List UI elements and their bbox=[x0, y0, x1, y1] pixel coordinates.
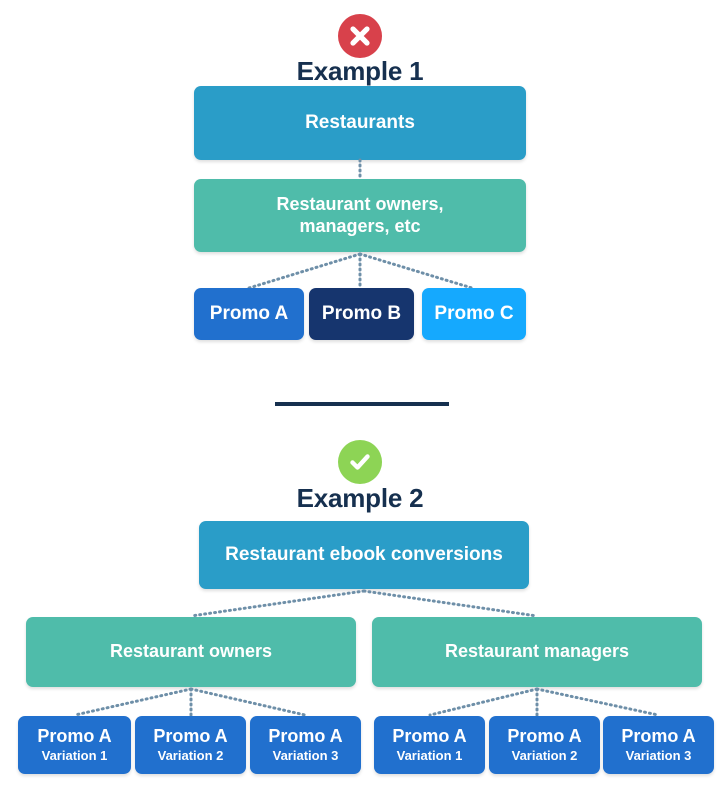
connector-managers-to-variations bbox=[0, 687, 720, 718]
node-promo-a: Promo A bbox=[194, 288, 304, 340]
example-2-title: Example 2 bbox=[296, 483, 424, 513]
node-managers-promo-a-variation-1: Promo A Variation 1 bbox=[374, 716, 485, 774]
promo-title: Promo A bbox=[392, 726, 467, 747]
promo-title: Promo A bbox=[153, 726, 228, 747]
promo-subtitle: Variation 1 bbox=[396, 748, 463, 764]
node-restaurant-managers: Restaurant managers bbox=[372, 617, 702, 687]
example-1-title: Example 1 bbox=[296, 56, 424, 86]
node-restaurant-owners: Restaurant owners bbox=[26, 617, 356, 687]
check-circle-icon bbox=[338, 440, 382, 484]
node-restaurants: Restaurants bbox=[194, 86, 526, 160]
promo-subtitle: Variation 3 bbox=[272, 748, 339, 764]
node-promo-c: Promo C bbox=[422, 288, 526, 340]
promo-subtitle: Variation 3 bbox=[625, 748, 692, 764]
connector-root-to-middle bbox=[0, 158, 720, 182]
node-managers-promo-a-variation-2: Promo A Variation 2 bbox=[489, 716, 600, 774]
promo-title: Promo A bbox=[37, 726, 112, 747]
node-managers-promo-a-variation-3: Promo A Variation 3 bbox=[603, 716, 714, 774]
cross-circle-icon bbox=[338, 14, 382, 58]
section-divider bbox=[275, 402, 449, 406]
node-line-1: Restaurant owners, bbox=[276, 194, 444, 215]
node-restaurant-owners-managers: Restaurant owners, managers, etc bbox=[194, 179, 526, 252]
node-owners-promo-a-variation-3: Promo A Variation 3 bbox=[250, 716, 361, 774]
promo-subtitle: Variation 2 bbox=[157, 748, 224, 764]
promo-subtitle: Variation 1 bbox=[41, 748, 108, 764]
connector-owners-to-variations bbox=[0, 687, 720, 718]
promo-title: Promo A bbox=[621, 726, 696, 747]
node-owners-promo-a-variation-2: Promo A Variation 2 bbox=[135, 716, 246, 774]
connector-middle-to-promos bbox=[0, 252, 720, 292]
promo-subtitle: Variation 2 bbox=[511, 748, 578, 764]
node-line-2: managers, etc bbox=[299, 215, 421, 236]
node-restaurant-ebook-conversions: Restaurant ebook conversions bbox=[199, 521, 529, 589]
node-owners-promo-a-variation-1: Promo A Variation 1 bbox=[18, 716, 131, 774]
node-promo-b: Promo B bbox=[309, 288, 414, 340]
promo-title: Promo A bbox=[507, 726, 582, 747]
connector-root-to-branches bbox=[0, 589, 720, 619]
promo-title: Promo A bbox=[268, 726, 343, 747]
